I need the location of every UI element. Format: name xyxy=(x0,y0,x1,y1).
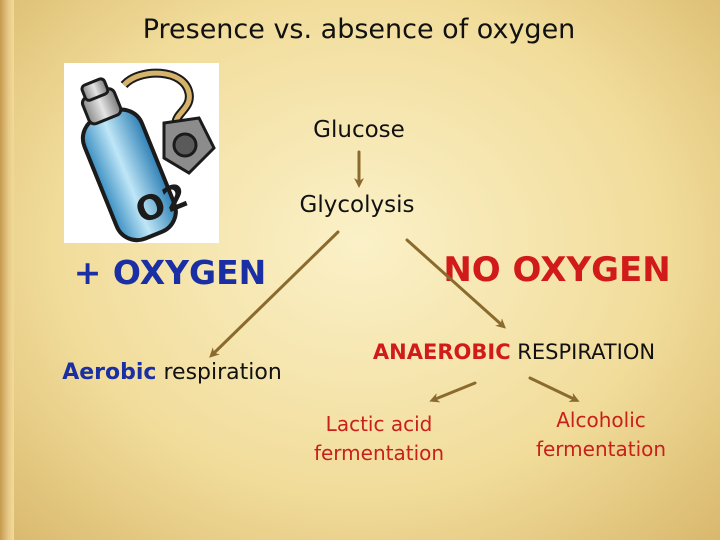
book-binding xyxy=(0,0,14,540)
lactic-acid-fermentation-label: Lactic acid fermentation xyxy=(314,410,444,468)
arrow-to-alcoholic xyxy=(528,376,580,402)
aerobic-rest: respiration xyxy=(156,360,282,385)
glucose-label: Glucose xyxy=(313,117,405,143)
anaerobic-rest: RESPIRATION xyxy=(510,340,656,364)
arrow-to-aerobic xyxy=(209,230,340,358)
no-oxygen-label: NO OXYGEN xyxy=(443,250,671,290)
alcoholic-line-2: fermentation xyxy=(535,437,667,461)
alcoholic-fermentation-label: Alcoholic fermentation xyxy=(536,406,666,464)
glycolysis-label: Glycolysis xyxy=(299,192,415,218)
aerobic-highlight: Aerobic xyxy=(62,360,157,385)
anaerobic-highlight: ANAEROBIC xyxy=(372,340,511,364)
oxygen-tank-image: O2 xyxy=(64,63,219,243)
alcoholic-line-1: Alcoholic xyxy=(556,408,646,432)
arrow-to-anaerobic xyxy=(405,238,506,329)
oxygen-tank-icon: O2 xyxy=(80,68,216,243)
lactic-line-1: Lactic acid xyxy=(325,412,433,436)
anaerobic-respiration-label: ANAEROBIC RESPIRATION xyxy=(373,340,655,364)
lactic-line-2: fermentation xyxy=(313,441,445,465)
arrow-to-lactic xyxy=(429,381,477,403)
aerobic-respiration-label: Aerobic respiration xyxy=(62,360,282,385)
plus-oxygen-label: + OXYGEN xyxy=(73,253,267,292)
slide-title: Presence vs. absence of oxygen xyxy=(142,14,576,45)
